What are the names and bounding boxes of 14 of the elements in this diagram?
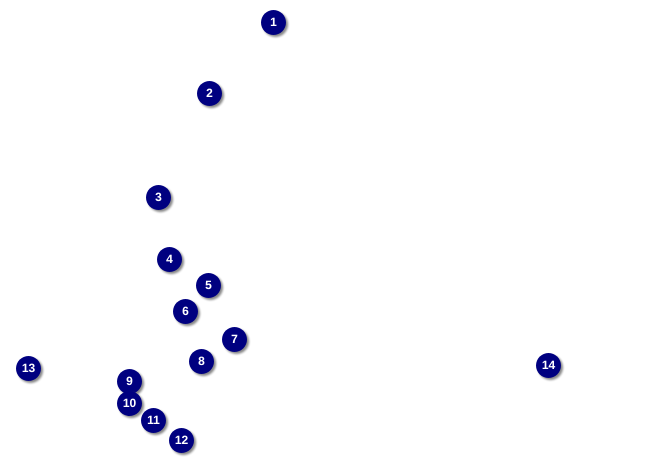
callout-number: 4: [157, 247, 182, 272]
callout-number: 12: [169, 428, 194, 453]
callout-number: 10: [117, 391, 142, 416]
callout-number: 9: [117, 369, 142, 394]
callout-number: 2: [197, 81, 222, 106]
callout-number: 5: [196, 273, 221, 298]
callout-number: 7: [222, 327, 247, 352]
callout-number: 1: [261, 10, 286, 35]
callout-number: 11: [141, 408, 166, 433]
callout-number: 13: [16, 356, 41, 381]
callout-number: 8: [189, 349, 214, 374]
callout-number: 3: [146, 185, 171, 210]
callout-number: 6: [173, 299, 198, 324]
callout-number: 14: [536, 353, 561, 378]
